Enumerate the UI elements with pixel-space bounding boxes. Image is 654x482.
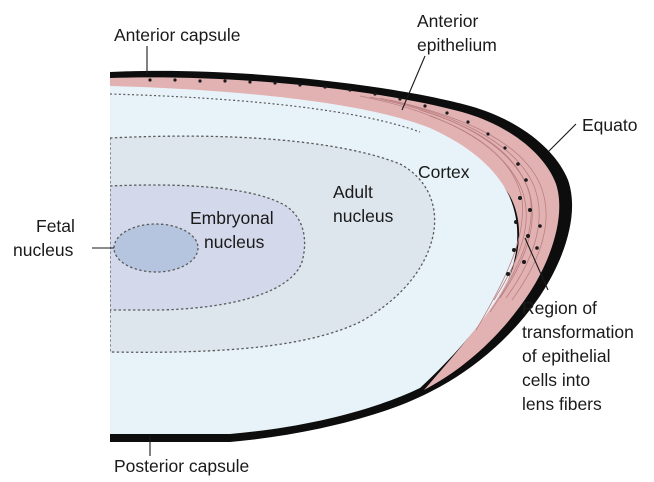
label-fetal-nucleus-line2: nucleus — [13, 240, 74, 260]
label-transformation-line1: Region of — [522, 298, 597, 318]
label-adult-nucleus-line1: Adult — [333, 182, 373, 202]
label-embryonal-nucleus-line2: nucleus — [204, 232, 265, 252]
label-embryonal-nucleus-line1: Embryonal — [190, 208, 274, 228]
label-adult-nucleus-line2: nucleus — [333, 206, 394, 226]
label-anterior-epithelium-line1: Anterior — [417, 11, 478, 31]
label-transformation-line5: lens fibers — [522, 394, 602, 414]
fetal-nucleus — [114, 224, 198, 272]
label-equator: Equato — [582, 115, 637, 135]
label-anterior-epithelium-line2: epithelium — [417, 35, 497, 55]
label-fetal-nucleus-line1: Fetal — [36, 216, 75, 236]
label-transformation-line3: of epithelial — [522, 346, 611, 366]
label-posterior-capsule: Posterior capsule — [114, 456, 249, 476]
label-transformation-line4: cells into — [522, 370, 590, 390]
label-transformation-line2: transformation — [522, 322, 634, 342]
label-cortex: Cortex — [418, 162, 470, 182]
label-anterior-capsule: Anterior capsule — [114, 25, 240, 45]
